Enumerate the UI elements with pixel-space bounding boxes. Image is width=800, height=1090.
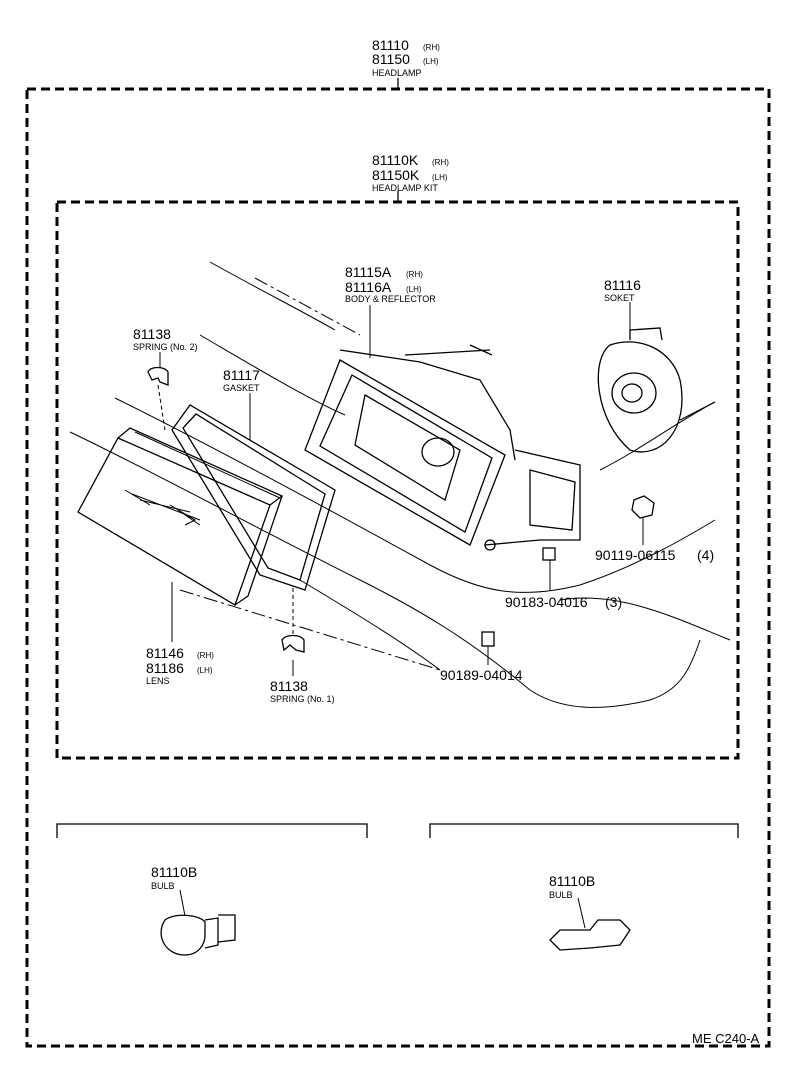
spring-no1-part <box>281 588 305 653</box>
svg-text:90183-04016: 90183-04016 <box>505 594 588 610</box>
spring-no1-label: 81138 SPRING (No. 1) <box>270 678 335 704</box>
svg-text:81110: 81110 <box>372 37 409 53</box>
bulb-right-drawing <box>549 897 631 951</box>
svg-text:81150: 81150 <box>372 51 410 67</box>
fastener-b-label: 90183-04016 (3) <box>505 594 622 610</box>
svg-text:SPRING (No. 1): SPRING (No. 1) <box>270 694 335 704</box>
body-reflector-part <box>304 344 581 551</box>
svg-text:(3): (3) <box>605 594 622 610</box>
svg-text:(RH): (RH) <box>423 43 440 52</box>
svg-text:SPRING (No. 2): SPRING (No. 2) <box>133 342 198 352</box>
fastener-c-part <box>481 631 495 665</box>
bulb-group-right-bracket <box>429 823 739 838</box>
svg-text:81186: 81186 <box>146 660 184 676</box>
bulb-group-left-bracket <box>56 823 368 838</box>
svg-text:(4): (4) <box>697 547 714 563</box>
svg-text:(RH): (RH) <box>197 651 214 660</box>
socket-part <box>597 327 716 453</box>
lens-part <box>77 427 284 606</box>
svg-text:90119-06115: 90119-06115 <box>595 547 676 563</box>
vehicle-body-outline <box>69 261 731 708</box>
bulb-right-label: 81110B BULB <box>549 873 595 900</box>
svg-text:SOKET: SOKET <box>604 293 635 303</box>
svg-text:81138: 81138 <box>270 678 308 694</box>
fastener-a-part <box>631 495 655 545</box>
svg-text:(LH): (LH) <box>197 666 213 675</box>
svg-text:81150K: 81150K <box>372 167 420 183</box>
svg-text:BULB: BULB <box>151 881 175 891</box>
body-reflector-label: 81115A (RH) 81116A (LH) BODY & REFLECTOR <box>345 264 436 304</box>
headlamp-kit-label: 81110K (RH) 81150K (LH) HEADLAMP KIT <box>372 152 449 193</box>
gasket-part <box>171 404 336 591</box>
svg-text:BULB: BULB <box>549 890 573 900</box>
svg-text:(RH): (RH) <box>432 158 449 167</box>
spring-no2-label: 81138 SPRING (No. 2) <box>133 326 198 352</box>
lens-label: 81146 (RH) 81186 (LH) LENS <box>146 645 214 686</box>
svg-text:(LH): (LH) <box>406 285 422 294</box>
headlamp-label: 81110 (RH) 81150 (LH) HEADLAMP <box>372 37 440 78</box>
svg-text:81116: 81116 <box>604 277 641 293</box>
svg-text:81116A: 81116A <box>345 279 392 295</box>
svg-text:BODY & REFLECTOR: BODY & REFLECTOR <box>345 294 436 304</box>
bulb-left-label: 81110B BULB <box>151 864 197 891</box>
svg-text:GASKET: GASKET <box>223 383 260 393</box>
gasket-label: 81117 GASKET <box>223 367 260 393</box>
socket-label: 81116 SOKET <box>604 277 641 303</box>
spring-no2-part <box>147 366 169 431</box>
svg-text:(LH): (LH) <box>423 57 439 66</box>
svg-text:HEADLAMP KIT: HEADLAMP KIT <box>372 183 438 193</box>
svg-text:LENS: LENS <box>146 676 170 686</box>
leader-lines <box>159 302 631 676</box>
svg-text:HEADLAMP: HEADLAMP <box>372 68 422 78</box>
svg-text:90189-04014: 90189-04014 <box>440 667 523 683</box>
svg-text:(LH): (LH) <box>432 173 448 182</box>
fastener-a-label: 90119-06115 (4) <box>595 547 714 563</box>
svg-text:81117: 81117 <box>223 367 260 383</box>
svg-text:81110K: 81110K <box>372 152 419 168</box>
diagram-reference-code: ME C240-A <box>692 1031 760 1046</box>
headlamp-assembly-boundary <box>25 87 771 1048</box>
fastener-c-label: 90189-04014 <box>440 667 523 683</box>
svg-text:81138: 81138 <box>133 326 171 342</box>
svg-text:81115A: 81115A <box>345 264 392 280</box>
svg-text:(RH): (RH) <box>406 270 423 279</box>
svg-text:81110B: 81110B <box>549 873 595 889</box>
bulb-left-drawing <box>160 889 236 956</box>
fastener-b-part <box>542 547 556 590</box>
svg-text:81146: 81146 <box>146 645 184 661</box>
svg-text:81110B: 81110B <box>151 864 197 880</box>
